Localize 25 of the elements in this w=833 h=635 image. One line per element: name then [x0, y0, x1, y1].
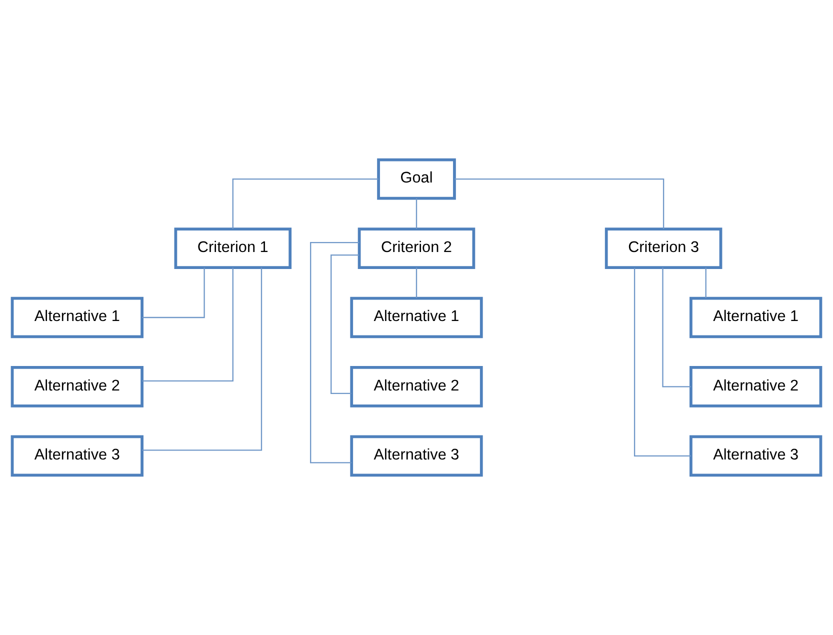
connector — [416, 268, 418, 298]
connector — [416, 198, 418, 229]
connector — [142, 268, 262, 451]
node-box: Criterion 2 — [358, 228, 476, 269]
connector — [454, 178, 664, 229]
node-box: Alternative 1 — [690, 296, 822, 338]
node-box: Alternative 1 — [350, 296, 483, 338]
connector — [662, 268, 691, 388]
node-box: Alternative 1 — [10, 296, 144, 338]
connector — [142, 268, 205, 318]
node-box: Alternative 3 — [350, 435, 483, 477]
node-box: Alternative 3 — [10, 435, 144, 477]
connector — [142, 268, 234, 382]
connector — [232, 178, 378, 229]
node-box: Criterion 3 — [604, 228, 722, 269]
node-box: Alternative 2 — [10, 366, 144, 408]
node-box: Alternative 2 — [690, 366, 822, 408]
node-box: Alternative 2 — [350, 366, 483, 408]
connector — [705, 268, 706, 298]
node-box: Criterion 1 — [174, 228, 292, 269]
connector — [634, 268, 691, 456]
node-box: Goal — [377, 158, 456, 200]
connector — [330, 254, 360, 394]
connector — [310, 242, 360, 464]
node-box: Alternative 3 — [690, 435, 822, 477]
